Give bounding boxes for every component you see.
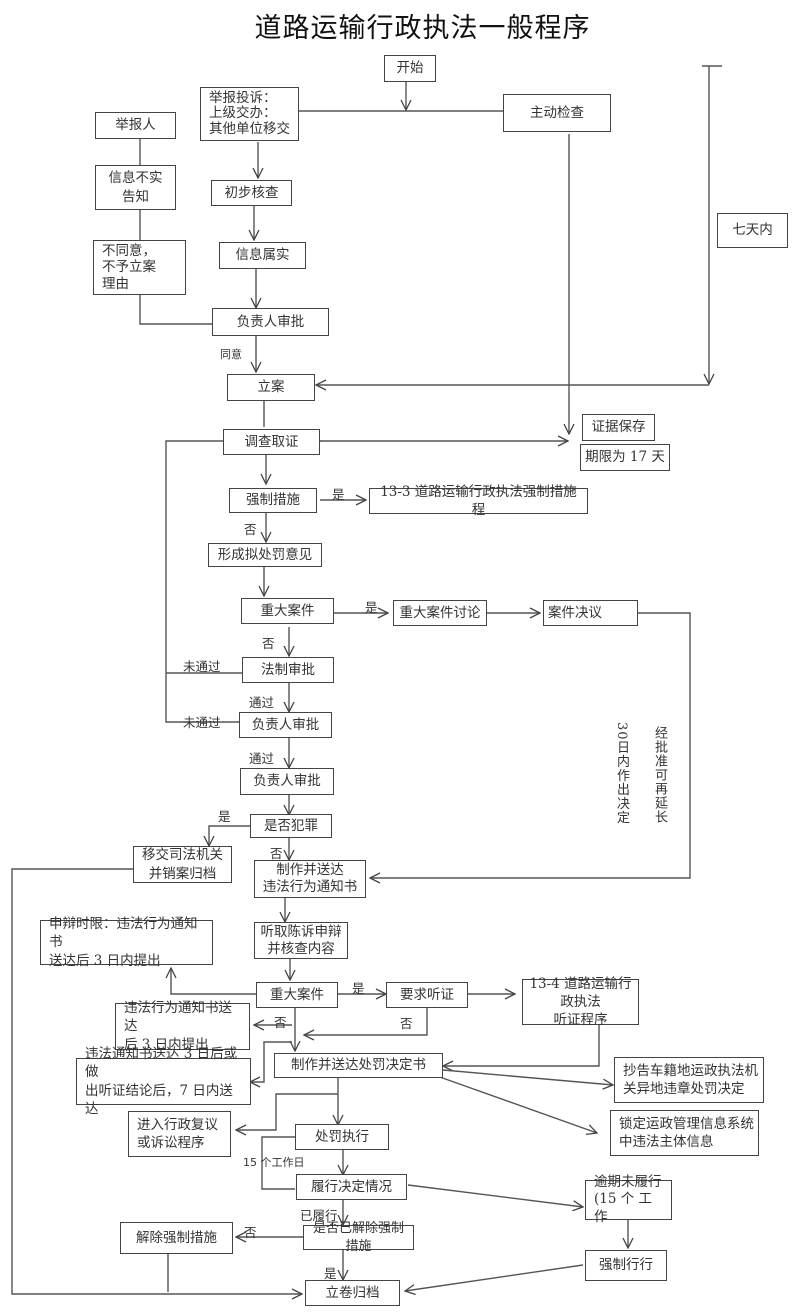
node-overdue: 逾期未履行 (15 个 工 作 [585, 1174, 672, 1225]
edge-fail-loop [165, 440, 243, 723]
label-yes-major1: 是 [365, 600, 378, 615]
node-execute-penalty: 处罚执行 [295, 1124, 389, 1150]
edge-exec-loop [261, 1136, 295, 1190]
edge-transfer-to-archive [11, 868, 302, 1294]
node-info-false: 信息不实 告知 [95, 165, 176, 210]
node-copy-notice: 抄告车籍地运政执法机 关异地违章处罚决定 [614, 1057, 764, 1103]
edge-perf-to-overdue [407, 1184, 583, 1207]
node-info-true: 信息属实 [219, 242, 306, 269]
label-no-lift: 否 [244, 1225, 257, 1240]
node-deadline-17: 期限为 17 天 [580, 444, 670, 471]
label-no-crime: 否 [270, 846, 283, 861]
label-no-coercive: 否 [244, 522, 257, 537]
node-complaint-source: 举报投诉： 上级交办： 其他单位移交 [200, 87, 299, 141]
node-request-hearing: 要求听证 [386, 982, 468, 1008]
label-yes-coercive: 是 [332, 487, 345, 502]
diagram-title: 道路运输行政执法一般程序 [254, 13, 591, 44]
node-file-case: 立案 [227, 374, 315, 401]
label-yes-lift: 是 [324, 1266, 337, 1281]
node-review-litigation: 进入行政复议 或诉讼程序 [128, 1111, 231, 1157]
node-major-case-2: 重大案件 [256, 982, 338, 1008]
edge-decision-to-lock [436, 1075, 597, 1133]
node-approval-2: 负责人审批 [239, 712, 332, 738]
node-lift-check: 是否已解除强制措施 [303, 1221, 414, 1254]
label-fail-1: 未通过 [183, 659, 221, 674]
node-notice-3days: 违法行为通知书送达 后 3 日内提出 [115, 1000, 250, 1053]
edge-major2-to-limit [171, 968, 256, 995]
node-hearing-procedure: 13-4 道路运输行政执法 听证程序 [522, 976, 639, 1028]
node-active-check: 主动检查 [503, 94, 611, 132]
node-prelim-check: 初步核查 [211, 180, 292, 206]
label-30-days-decision: 30日内作出决定 [614, 722, 629, 825]
node-start: 开始 [384, 55, 436, 82]
node-lift-coercive: 解除强制措施 [120, 1222, 233, 1254]
node-informant: 举报人 [95, 112, 176, 139]
label-agree: 同意 [220, 348, 242, 361]
node-major-case-1: 重大案件 [241, 598, 334, 624]
node-coercive-procedure: 13-3 道路运输行政执法强制措施程 [369, 484, 588, 518]
label-pass-1: 通过 [249, 695, 275, 710]
edge-enforce-to-archive [405, 1264, 584, 1291]
label-no-major1: 否 [262, 636, 275, 651]
edge-informant-chain-3 [139, 294, 212, 325]
node-issue-notice: 制作并送达 违法行为通知书 [254, 860, 366, 898]
node-coercive: 强制措施 [229, 488, 317, 513]
label-performed: 已履行 [300, 1208, 338, 1223]
label-no-hearing: 否 [400, 1016, 413, 1031]
node-penalty-opinion: 形成拟处罚意见 [208, 543, 322, 567]
node-evidence-keep: 证据保存 [582, 414, 655, 441]
node-disagree: 不同意， 不予立案 理由 [93, 240, 186, 295]
node-major-discuss: 重大案件讨论 [393, 600, 487, 626]
node-issue-decision: 制作并送达处罚决定书 [274, 1053, 443, 1078]
node-is-crime: 是否犯罪 [250, 814, 332, 838]
node-approval-1: 负责人审批 [212, 308, 329, 336]
label-yes-crime: 是 [218, 809, 231, 824]
label-pass-2: 通过 [249, 751, 275, 766]
label-yes-major2: 是 [352, 981, 365, 996]
node-transfer-judicial: 移交司法机关 并销案归档 [133, 846, 232, 883]
node-seven-days: 七天内 [717, 213, 788, 248]
edge-to-7days [250, 1041, 292, 1082]
edge-to-review [236, 1093, 338, 1130]
node-performance: 履行决定情况 [296, 1174, 407, 1200]
node-enforce: 强制行行 [585, 1250, 667, 1281]
edge-proc-to-decision [443, 1025, 600, 1066]
node-archive: 立卷归档 [305, 1280, 400, 1306]
edge-crime-yes [209, 825, 250, 846]
label-fail-2: 未通过 [183, 715, 221, 730]
edge-decision-to-copy [442, 1069, 613, 1085]
edge-resolution-right [370, 612, 691, 878]
node-investigate: 调查取证 [223, 429, 320, 455]
node-approval-3: 负责人审批 [240, 768, 334, 795]
node-hear-defense: 听取陈诉申辩 并核查内容 [254, 922, 348, 959]
node-case-resolution: 案件决议 [543, 600, 638, 626]
label-extend-approval: 经批准可再延长 [652, 726, 667, 824]
node-deliver-7days: 违法通知书送达 3 日后或做 出听证结论后，7 日内送达 [76, 1046, 251, 1117]
label-15-workdays: 15 个工作日 [243, 1156, 305, 1169]
node-defense-limit: 申辩时限：违法行为通知书 送达后 3 日内提出 [40, 916, 213, 969]
label-no-major2: 否 [274, 1015, 287, 1030]
node-lock-info: 锁定运政管理信息系统 中违法主体信息 [610, 1110, 759, 1156]
node-legal-review: 法制审批 [242, 657, 334, 683]
edge-hearing-no [304, 1007, 428, 1035]
